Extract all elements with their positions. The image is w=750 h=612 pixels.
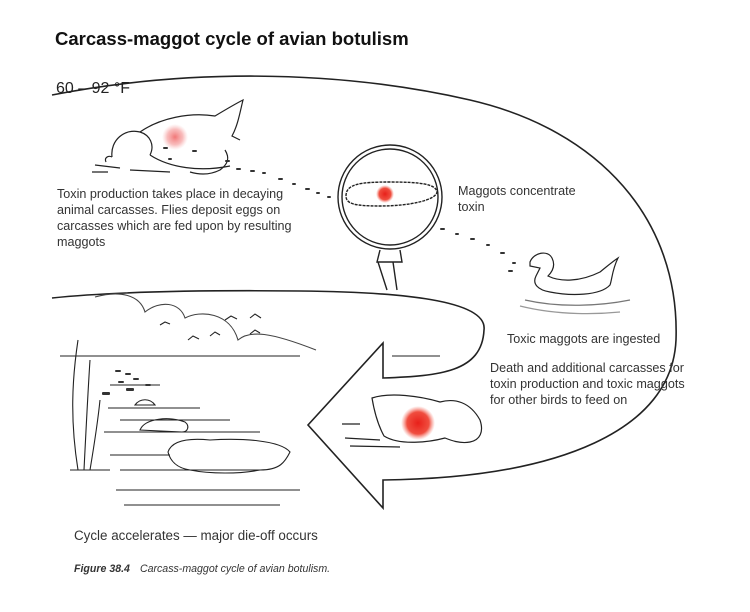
- maggot-trail: [163, 147, 516, 272]
- magnifying-glass-illustration: [337, 144, 443, 291]
- label-maggots-concentrate: Maggots concentrate toxin: [458, 184, 576, 214]
- distant-carcasses: [102, 370, 151, 395]
- label-cycle-accelerates: Cycle accelerates — major die-off occurs: [74, 528, 318, 543]
- caption-number: Figure 38.4: [74, 563, 130, 575]
- toxin-highlight-maggot: [376, 185, 394, 203]
- label-death-additional: Death and additional carcasses for toxin…: [490, 361, 685, 407]
- decaying-carcass-illustration: [92, 98, 244, 175]
- figure-title: Carcass-maggot cycle of avian botulism: [55, 28, 409, 49]
- toxin-highlight-large: [401, 406, 435, 440]
- temperature-range: 60 – 92 °F: [56, 80, 130, 97]
- caption-text: Carcass-maggot cycle of avian botulism.: [139, 563, 331, 575]
- wetland-die-off-scene: [60, 293, 440, 506]
- dying-bird-illustration: [342, 394, 483, 448]
- duck-eating-maggots-illustration: [519, 252, 631, 315]
- figure-caption: Figure 38.4 Carcass-maggot cycle of avian…: [74, 563, 330, 575]
- cycle-arrow: [51, 75, 677, 511]
- toxin-highlight-small: [162, 124, 188, 150]
- label-toxin-production: Toxin production takes place in decaying…: [57, 187, 292, 249]
- label-maggots-ingested: Toxic maggots are ingested: [507, 332, 661, 346]
